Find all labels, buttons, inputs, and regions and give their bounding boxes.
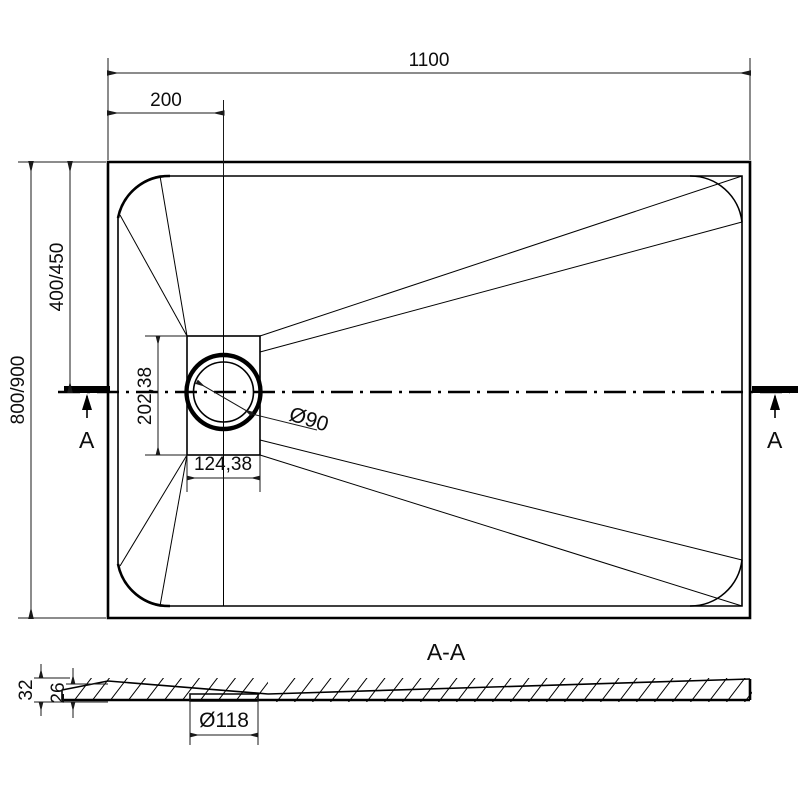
dimension-overall-width: 1100 — [107, 50, 751, 160]
section-marker-left: A — [64, 386, 110, 453]
section-letter-left: A — [79, 427, 95, 453]
section-view-title: A-A — [427, 639, 466, 665]
dimension-label-d118: Ø118 — [199, 709, 249, 732]
tray-outer-outline — [106, 160, 752, 620]
dimension-drain-offset-x: 200 — [107, 90, 225, 176]
dimension-overall-depth: 800/900 — [8, 161, 106, 619]
section-marker-right: A — [752, 386, 798, 453]
section-hatch-left — [69, 678, 268, 700]
dimension-tray-thickness: 26 — [48, 668, 108, 718]
section-hatch-right — [271, 678, 752, 702]
section-profile — [61, 678, 752, 702]
dimension-label-d90: Ø90 — [287, 403, 332, 437]
dimension-label-32: 32 — [16, 679, 37, 700]
dimension-drain-box-height: 202,38 — [135, 335, 187, 456]
slope-fold-lines — [119, 175, 743, 607]
dimension-label-200: 200 — [150, 90, 182, 111]
dimension-drain-box-width: 124,38 — [186, 454, 261, 492]
dimension-label-1100: 1100 — [409, 50, 450, 71]
section-letter-right: A — [767, 427, 783, 453]
dimension-drain-recess-diameter: Ø118 — [189, 694, 259, 745]
dimension-label-400-450: 400/450 — [47, 243, 68, 312]
dimension-drain-offset-y: 400/450 — [47, 161, 73, 393]
tray-bowl-corners — [116, 174, 743, 608]
dimension-label-26: 26 — [48, 682, 69, 703]
dimension-total-thickness: 32 — [16, 664, 70, 716]
dimension-label-202-38: 202,38 — [135, 367, 156, 425]
dimension-label-800-900: 800/900 — [8, 356, 29, 425]
dimension-label-124-38: 124,38 — [194, 454, 252, 475]
